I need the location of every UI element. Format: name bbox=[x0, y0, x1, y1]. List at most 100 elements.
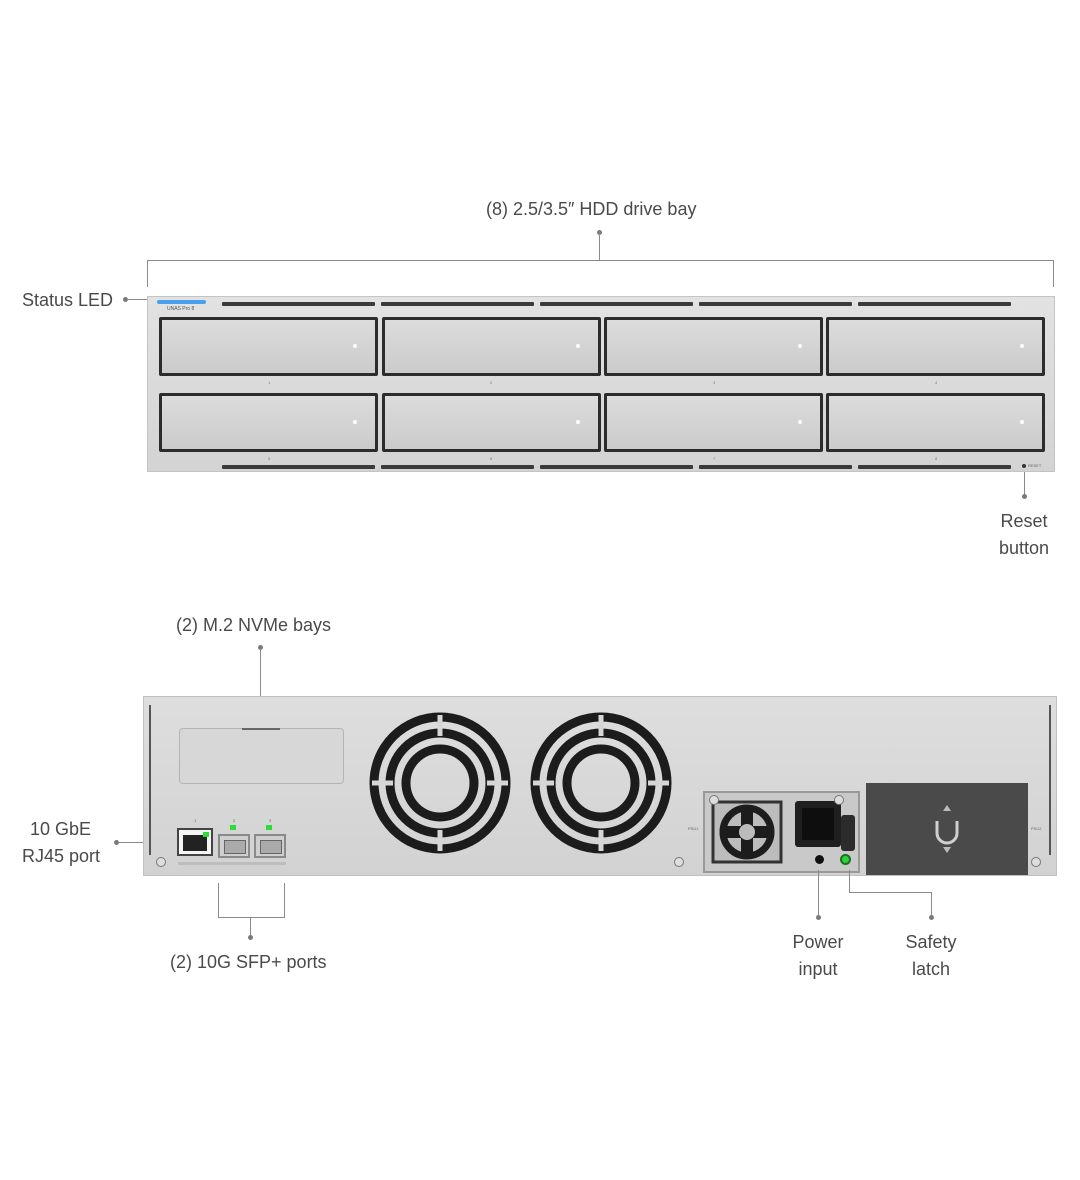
psu2-blank-cover[interactable] bbox=[866, 783, 1028, 875]
port-number: 1 bbox=[194, 818, 197, 823]
drive-bay-callout-dot bbox=[597, 230, 602, 235]
sfp-bracket-right bbox=[284, 883, 285, 917]
screw-icon bbox=[156, 857, 166, 867]
vent-slot bbox=[858, 465, 1011, 469]
reset-callout: Reset button bbox=[984, 508, 1064, 562]
safety-callout-dot bbox=[929, 915, 934, 920]
psu1-label: PSU1 bbox=[688, 826, 699, 831]
drive-bay-1[interactable] bbox=[159, 317, 378, 376]
drive-bay-bracket-top bbox=[147, 260, 1054, 261]
reset-callout-line1: Reset bbox=[1000, 511, 1048, 531]
reset-label: RESET bbox=[1028, 463, 1042, 468]
vent-slot bbox=[540, 465, 693, 469]
psu-handle[interactable] bbox=[841, 815, 855, 851]
screw-icon bbox=[834, 795, 844, 805]
drive-bay-bracket-left bbox=[147, 260, 148, 287]
screw-icon bbox=[1031, 857, 1041, 867]
rear-panel: 1 2 3 PSU1 bbox=[143, 696, 1057, 876]
power-callout-dot bbox=[816, 915, 821, 920]
bay-number: 4 bbox=[935, 380, 938, 385]
bay-indicator bbox=[576, 344, 580, 348]
bay-indicator bbox=[1020, 420, 1024, 424]
bay-number: 2 bbox=[490, 380, 493, 385]
sfp-bracket-left bbox=[218, 883, 219, 917]
power-callout-line1: Power bbox=[792, 932, 844, 952]
drive-bay-2[interactable] bbox=[382, 317, 601, 376]
drive-bay-6[interactable] bbox=[382, 393, 601, 452]
nvme-callout: (2) M.2 NVMe bays bbox=[176, 615, 332, 635]
bay-number: 1 bbox=[268, 380, 271, 385]
vent-slot bbox=[858, 302, 1011, 306]
bay-number: 8 bbox=[935, 456, 938, 461]
bay-indicator bbox=[1020, 344, 1024, 348]
power-input-indicator bbox=[815, 855, 824, 864]
sfp-bracket-bottom bbox=[218, 917, 285, 918]
rear-edge-right bbox=[1049, 705, 1051, 855]
sfp-port-1[interactable] bbox=[218, 834, 250, 858]
safety-callout-line-v2 bbox=[931, 892, 932, 917]
vent-slot bbox=[381, 302, 534, 306]
reset-button[interactable] bbox=[1022, 464, 1026, 468]
vent-slot bbox=[699, 302, 852, 306]
rj45-port[interactable] bbox=[177, 828, 213, 856]
drive-bay-callout: (8) 2.5/3.5″ HDD drive bay bbox=[486, 199, 697, 219]
reset-callout-line bbox=[1024, 472, 1025, 496]
power-callout-line bbox=[818, 870, 819, 917]
vent-slot bbox=[699, 465, 852, 469]
status-led-callout-dot bbox=[123, 297, 128, 302]
model-label: UNAS Pro 8 bbox=[167, 306, 195, 312]
drive-bay-4[interactable] bbox=[826, 317, 1045, 376]
nvme-bay-cover[interactable] bbox=[179, 728, 344, 784]
safety-callout: Safety latch bbox=[891, 929, 971, 983]
vent-slot bbox=[381, 465, 534, 469]
drive-bay-5[interactable] bbox=[159, 393, 378, 452]
vent-slot bbox=[222, 465, 375, 469]
safety-latch[interactable] bbox=[840, 854, 851, 865]
port-label-bar bbox=[178, 862, 286, 865]
fan-grill-2 bbox=[530, 712, 672, 854]
screw-icon bbox=[709, 795, 719, 805]
ubiquiti-logo-icon bbox=[935, 805, 959, 853]
drive-bay-3[interactable] bbox=[604, 317, 823, 376]
nvme-callout-line bbox=[260, 648, 261, 727]
rj45-callout-line2: RJ45 port bbox=[22, 846, 101, 866]
status-led-callout: Status LED bbox=[22, 290, 114, 310]
sfp-callout-dot bbox=[248, 935, 253, 940]
psu2-label: PSU2 bbox=[1031, 826, 1042, 831]
rj45-callout-line1: 10 GbE bbox=[30, 819, 92, 839]
fan-grill-1 bbox=[369, 712, 511, 854]
reset-callout-line2: button bbox=[998, 538, 1050, 558]
sfp-port-2[interactable] bbox=[254, 834, 286, 858]
psu-fan-icon bbox=[711, 800, 783, 864]
bay-indicator bbox=[353, 420, 357, 424]
drive-bay-8[interactable] bbox=[826, 393, 1045, 452]
drive-bay-7[interactable] bbox=[604, 393, 823, 452]
sfp-led bbox=[266, 825, 272, 830]
safety-callout-line2: latch bbox=[911, 959, 951, 979]
sfp-callout: (2) 10G SFP+ ports bbox=[170, 952, 327, 972]
safety-callout-line1: Safety bbox=[905, 932, 957, 952]
bay-indicator bbox=[798, 420, 802, 424]
front-panel: UNAS Pro 8 1 2 3 4 5 6 7 8 RESET bbox=[147, 296, 1055, 472]
power-callout: Power input bbox=[778, 929, 858, 983]
sfp-callout-stem bbox=[250, 917, 251, 937]
bay-number: 3 bbox=[713, 380, 716, 385]
sfp-cage bbox=[260, 840, 282, 854]
vent-slot bbox=[222, 302, 375, 306]
power-callout-line2: input bbox=[798, 959, 838, 979]
rj45-link-led bbox=[203, 832, 209, 837]
bay-number: 7 bbox=[713, 456, 716, 461]
reset-callout-dot bbox=[1022, 494, 1027, 499]
bay-indicator bbox=[353, 344, 357, 348]
vent-slot bbox=[540, 302, 693, 306]
drive-bay-bracket-right bbox=[1053, 260, 1054, 287]
nvme-cover-notch bbox=[242, 728, 280, 730]
drive-bay-callout-stem bbox=[599, 233, 600, 260]
sfp-cage bbox=[224, 840, 246, 854]
status-led bbox=[157, 300, 206, 304]
port-number: 2 bbox=[233, 818, 236, 823]
sfp-led bbox=[230, 825, 236, 830]
power-inlet-socket bbox=[802, 808, 834, 840]
rj45-callout: 10 GbE RJ45 port bbox=[22, 816, 100, 870]
power-input[interactable] bbox=[795, 801, 841, 847]
